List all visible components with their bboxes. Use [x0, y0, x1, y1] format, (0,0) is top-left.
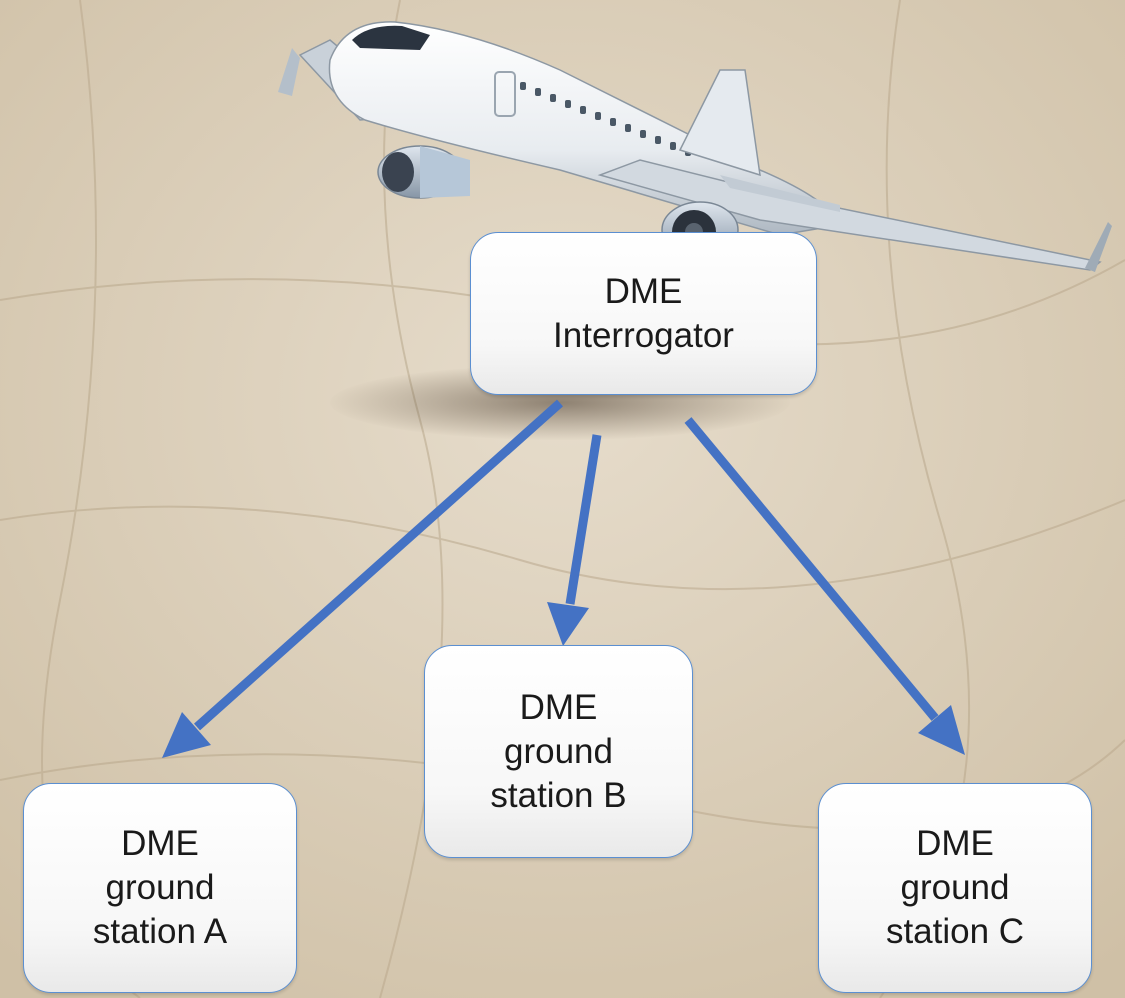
arrow-to-station-c [684, 417, 965, 755]
dme-interrogator-box: DME Interrogator [470, 232, 817, 395]
arrow-to-station-b [547, 434, 602, 646]
ground-station-c-box: DME ground station C [818, 783, 1092, 993]
arrow-to-station-a [162, 399, 563, 758]
station-a-line2: ground [105, 868, 215, 907]
station-c-line3: station C [885, 912, 1025, 951]
station-b-line1: DME [519, 687, 598, 727]
ground-station-b-box: DME ground station B [424, 645, 693, 858]
station-b-line3: station B [490, 775, 627, 815]
station-a-line3: station A [92, 912, 228, 951]
station-c-line1: DME [916, 824, 994, 863]
ground-station-a-box: DME ground station A [23, 783, 297, 993]
station-a-line1: DME [121, 824, 199, 863]
station-c-line2: ground [900, 868, 1010, 907]
interrogator-line1: DME [604, 271, 683, 311]
station-b-line2: ground [504, 731, 613, 771]
interrogator-line2: Interrogator [553, 315, 734, 355]
